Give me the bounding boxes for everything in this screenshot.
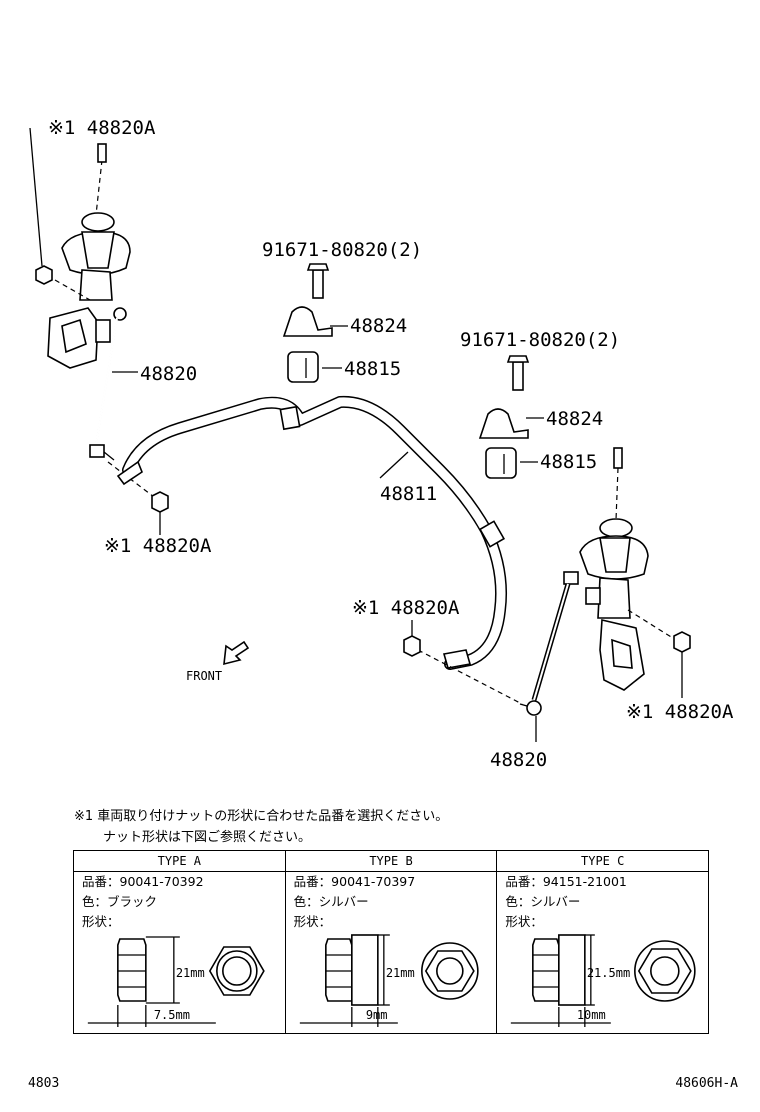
type-a-nut-drawing: 21mm 7.5mm bbox=[87, 936, 265, 1027]
type-a-header: TYPE A bbox=[74, 851, 285, 872]
type-b-header: TYPE B bbox=[285, 851, 497, 872]
type-c-width-dim: 10mm bbox=[577, 1008, 606, 1022]
type-a-width-dim: 7.5mm bbox=[154, 1008, 190, 1022]
type-c-height-dim: 21.5mm bbox=[587, 966, 630, 980]
type-c-shape: 形状： bbox=[505, 914, 543, 929]
front-label: FRONT bbox=[186, 669, 222, 683]
left-link-nut bbox=[151, 491, 169, 513]
callout-nut-top-left: ※1 48820A bbox=[48, 117, 156, 139]
callout-bolt-right: 91671-80820(2) bbox=[460, 329, 620, 351]
exploded-parts-diagram: ※1 48820A 48820 ※1 48820A 91671-80820(2)… bbox=[29, 117, 734, 771]
note-line-2: ナット形状は下図ご参照ください。 bbox=[103, 830, 312, 845]
callout-link-right: 48820 bbox=[490, 749, 547, 771]
callout-nut-right: ※1 48820A bbox=[626, 701, 734, 723]
nut-type-table: TYPE A 品番：90041-70392 色：ブラック 形状： 21mm 7.… bbox=[73, 850, 709, 1034]
type-b-nut-drawing: 21mm 9mm bbox=[299, 934, 479, 1027]
callout-bolt-upper: 91671-80820(2) bbox=[262, 239, 422, 261]
page-number: 4803 bbox=[28, 1076, 60, 1091]
note-line-1: ※1 車両取り付けナットの形状に合わせた品番を選択ください。 bbox=[74, 809, 449, 824]
left-strut-nut bbox=[35, 265, 53, 285]
type-c-nut-drawing: 21.5mm 10mm bbox=[511, 934, 696, 1027]
callout-bushing-right: 48815 bbox=[540, 451, 597, 473]
front-direction-arrow bbox=[223, 640, 250, 666]
type-b-part-no: 品番：90041-70397 bbox=[293, 874, 416, 889]
type-b-height-dim: 21mm bbox=[386, 966, 415, 980]
type-b-shape: 形状： bbox=[293, 914, 332, 929]
stabilizer-bar bbox=[116, 395, 508, 670]
type-a-shape: 形状： bbox=[82, 914, 120, 929]
figure-code: 48606H-A bbox=[675, 1076, 738, 1091]
upper-bracket-group bbox=[282, 263, 333, 383]
right-stabilizer-link bbox=[519, 571, 579, 716]
right-bracket-group bbox=[478, 355, 530, 479]
callout-bracket-upper: 48824 bbox=[350, 315, 407, 337]
type-b-color: 色：シルバー bbox=[293, 894, 369, 909]
type-a-cell: TYPE A 品番：90041-70392 色：ブラック 形状： 21mm 7.… bbox=[74, 851, 286, 1033]
type-b-cell: TYPE B 品番：90041-70397 色：シルバー 形状： 21mm 9m… bbox=[285, 851, 498, 1033]
type-b-width-dim: 9mm bbox=[366, 1008, 388, 1022]
callout-bar: 48811 bbox=[380, 483, 437, 505]
callout-bracket-right: 48824 bbox=[546, 408, 603, 430]
callout-nut-mid-left: ※1 48820A bbox=[104, 535, 212, 557]
type-c-cell: TYPE C 品番：94151-21001 色：シルバー 形状： 21.5mm … bbox=[497, 851, 709, 1033]
type-a-height-dim: 21mm bbox=[176, 966, 205, 980]
left-strut-assembly bbox=[47, 143, 131, 369]
center-link-nut bbox=[403, 635, 421, 657]
callout-link-left: 48820 bbox=[140, 363, 197, 385]
callout-nut-center: ※1 48820A bbox=[352, 597, 460, 619]
type-c-header: TYPE C bbox=[497, 851, 709, 872]
type-a-color: 色：ブラック bbox=[82, 894, 158, 909]
type-c-part-no: 品番：94151-21001 bbox=[505, 874, 627, 889]
type-a-part-no: 品番：90041-70392 bbox=[82, 874, 204, 889]
selection-note: ※1 車両取り付けナットの形状に合わせた品番を選択ください。 ナット形状は下図ご… bbox=[74, 806, 714, 848]
right-strut-assembly bbox=[579, 447, 649, 691]
type-c-color: 色：シルバー bbox=[505, 894, 581, 909]
left-stabilizer-link bbox=[89, 307, 127, 461]
right-strut-nut bbox=[673, 631, 691, 653]
callout-bushing-upper: 48815 bbox=[344, 358, 401, 380]
